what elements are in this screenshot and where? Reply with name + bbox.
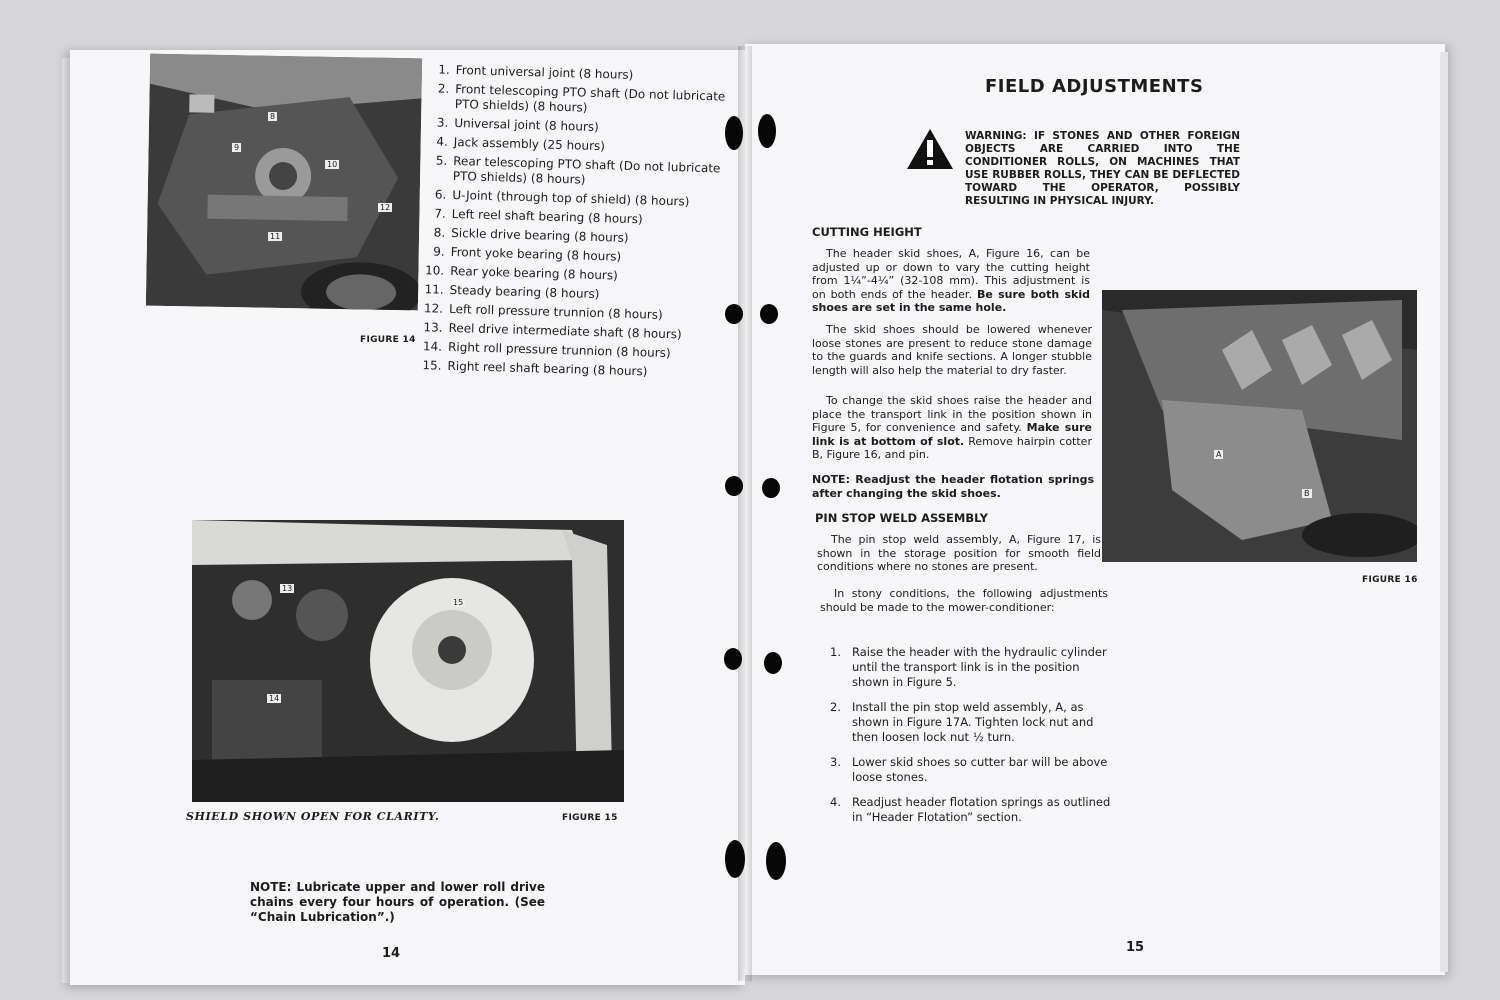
binding-hole-icon xyxy=(758,114,776,148)
figure-15-photo xyxy=(192,520,624,802)
right-page-edge xyxy=(1440,52,1448,972)
figure-16-caption: FIGURE 16 xyxy=(1362,575,1418,585)
list-item: 1.Raise the header with the hydraulic cy… xyxy=(830,645,1107,689)
cutting-height-paragraph-1: The header skid shoes, A, Figure 16, can… xyxy=(812,247,1091,315)
binding-hole-icon xyxy=(724,648,742,670)
list-item: 2.Install the pin stop weld assembly, A,… xyxy=(830,700,1094,744)
binding-gutter xyxy=(738,46,752,981)
page-title: FIELD ADJUSTMENTS xyxy=(985,76,1204,97)
cutting-height-paragraph-3: To change the skid shoes raise the heade… xyxy=(812,394,1092,462)
figure-14-photo xyxy=(145,53,423,311)
fig14-callout: 10 xyxy=(325,160,340,169)
fig16-label-b: B xyxy=(1302,489,1312,498)
warning-triangle-icon xyxy=(907,129,953,169)
binding-hole-icon xyxy=(725,476,743,496)
figure-16-photo xyxy=(1102,290,1417,562)
fig14-callout: 8 xyxy=(268,112,278,121)
list-item: 3.Lower skid shoes so cutter bar will be… xyxy=(830,755,1108,784)
list-item: 2.Front telescoping PTO shaft (Do not lu… xyxy=(437,81,726,115)
fig14-callout: 9 xyxy=(232,143,242,152)
binding-hole-icon xyxy=(762,478,780,498)
cutting-height-note: NOTE: Readjust the header flotation spri… xyxy=(812,473,1094,500)
fig14-callout: 11 xyxy=(268,232,283,241)
list-item: 4.Readjust header flotation springs as o… xyxy=(830,795,1111,824)
binding-hole-icon xyxy=(725,840,745,878)
binding-hole-icon xyxy=(766,842,786,880)
list-item: 5.Rear telescoping PTO shaft (Do not lub… xyxy=(435,153,721,187)
binding-hole-icon xyxy=(725,116,743,150)
binding-hole-icon xyxy=(760,304,778,324)
figure-15-shield-caption: SHIELD SHOWN OPEN FOR CLARITY. xyxy=(186,810,440,823)
fig14-callout: 12 xyxy=(378,203,393,212)
page-number-left: 14 xyxy=(382,946,401,961)
figure-14-caption: FIGURE 14 xyxy=(360,335,416,345)
fig15-callout: 15 xyxy=(451,598,466,607)
fig16-label-a: A xyxy=(1214,450,1224,459)
adjustment-steps: 1.Raise the header with the hydraulic cy… xyxy=(830,645,1115,835)
figure-15-caption: FIGURE 15 xyxy=(562,813,618,823)
lubrication-note: NOTE: Lubricate upper and lower roll dri… xyxy=(250,880,545,924)
page-number-right: 15 xyxy=(1126,940,1145,955)
pin-stop-paragraph-1: The pin stop weld assembly, A, Figure 17… xyxy=(817,533,1101,574)
pin-stop-paragraph-2: In stony conditions, the following adjus… xyxy=(820,587,1108,614)
pin-stop-heading: PIN STOP WELD ASSEMBLY xyxy=(815,511,988,525)
cutting-height-heading: CUTTING HEIGHT xyxy=(812,225,922,239)
cutting-height-paragraph-2: The skid shoes should be lowered wheneve… xyxy=(812,323,1092,377)
warning-text: WARNING: IF STONES AND OTHER FOREIGN OBJ… xyxy=(965,130,1240,207)
lubrication-points-list: 1.Front universal joint (8 hours) 2.Fron… xyxy=(411,62,740,386)
binding-hole-icon xyxy=(725,304,743,324)
fig15-callout: 14 xyxy=(267,694,282,703)
fig15-callout: 13 xyxy=(280,584,295,593)
binding-hole-icon xyxy=(764,652,782,674)
